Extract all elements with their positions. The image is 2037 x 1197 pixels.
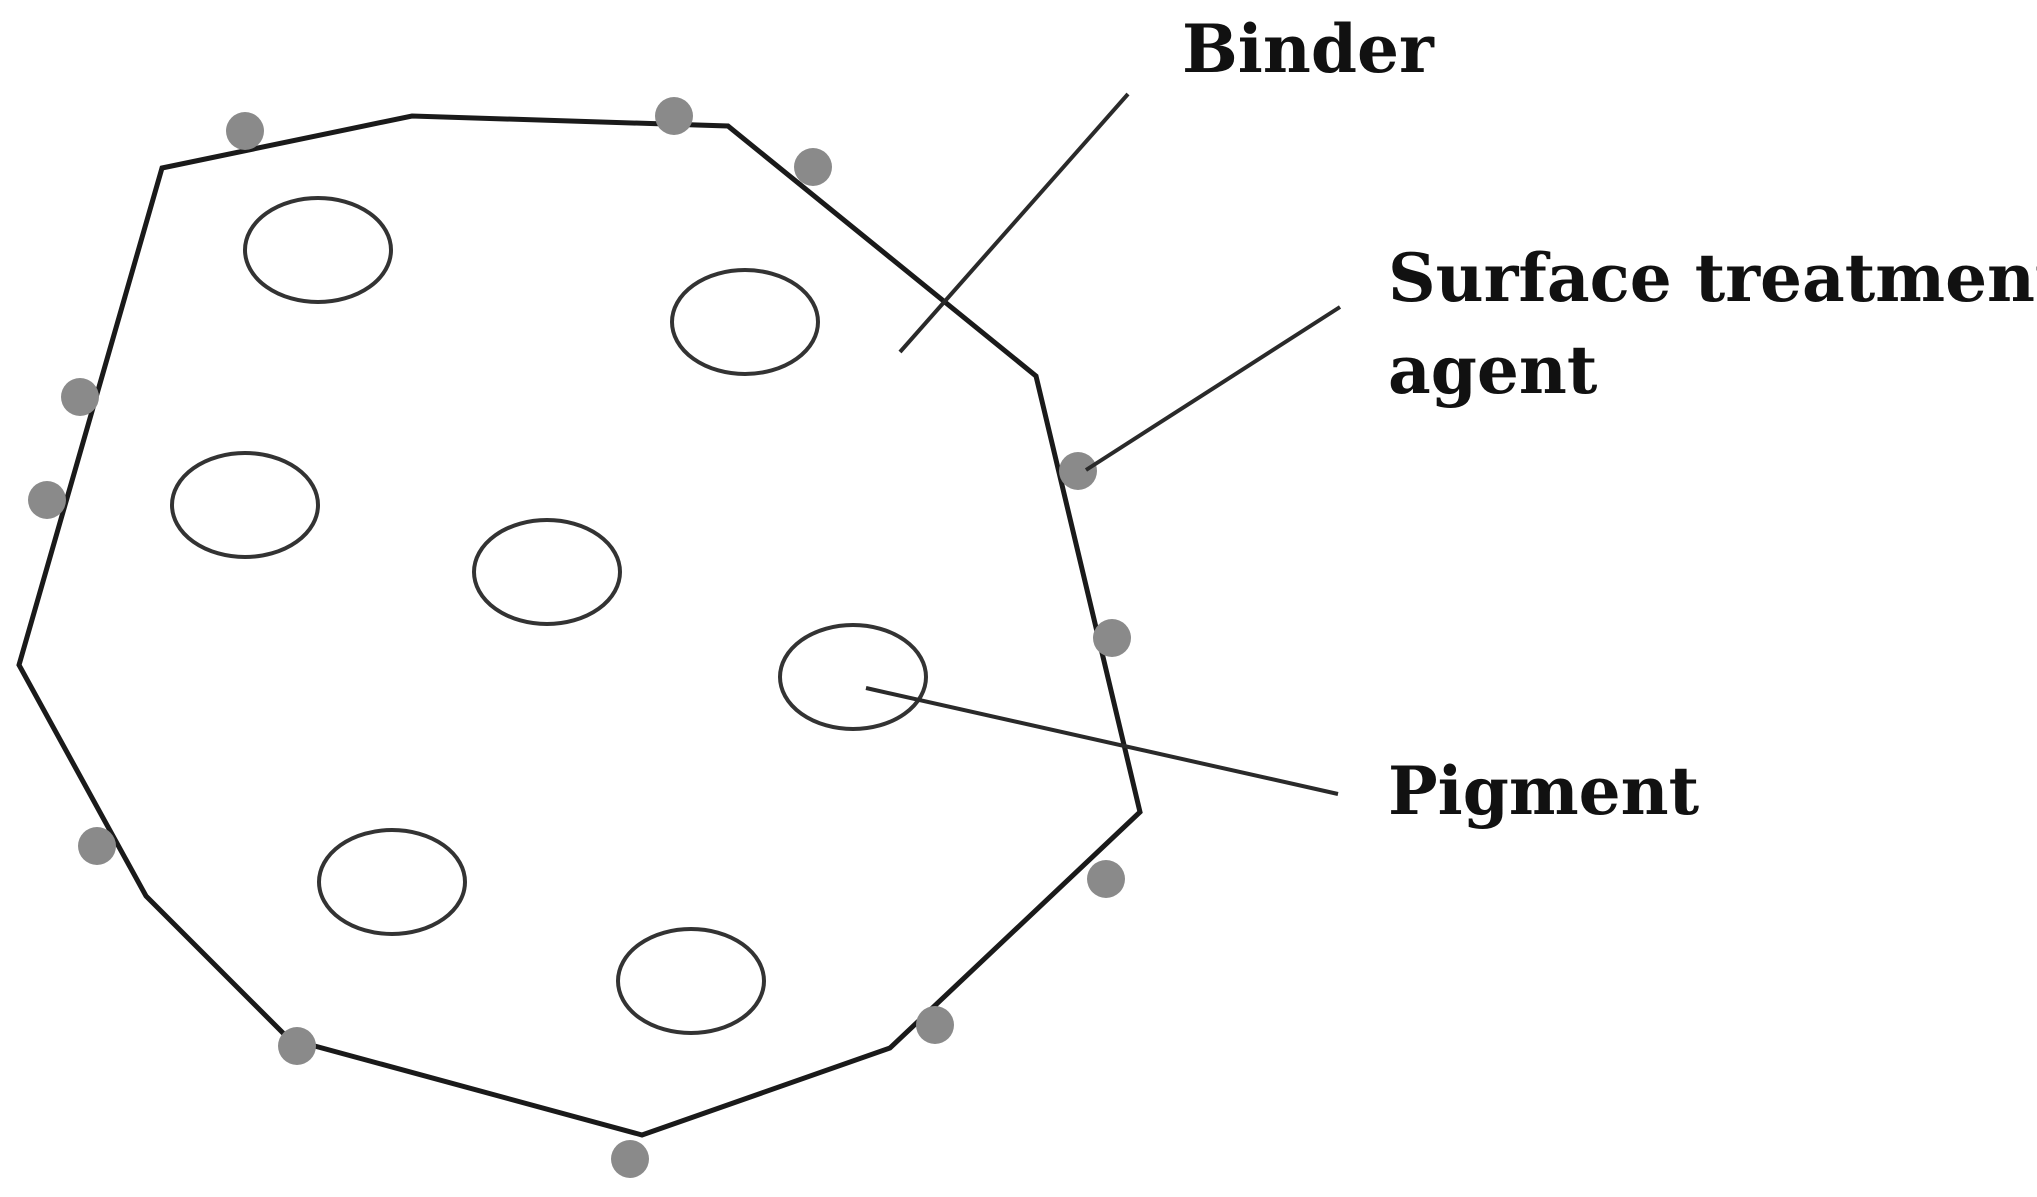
agent-dot [78, 827, 116, 865]
pigment-particles [170, 196, 928, 1035]
surface-treatment-agent-dots [28, 97, 1131, 1178]
pigment-leader-line [865, 686, 1339, 796]
agent-dot [916, 1006, 954, 1044]
surface-treatment-label-line1: Surface treatment [1388, 239, 2037, 317]
surface-agent-leader-line [1084, 305, 1342, 472]
pigment-particle [170, 451, 320, 559]
agent-dot [611, 1140, 649, 1178]
pigment-particle [243, 196, 393, 304]
leader-lines [865, 92, 1342, 796]
binder-leader-line [898, 92, 1130, 354]
binder-particle-outline [16, 113, 1143, 1138]
pigment-particle [616, 927, 766, 1035]
pigment-label: Pigment [1388, 752, 1700, 830]
pigment-particle [472, 518, 622, 626]
pigment-particle [317, 828, 467, 936]
pigment-particle [670, 268, 820, 376]
agent-dot [1059, 452, 1097, 490]
agent-dot [278, 1027, 316, 1065]
agent-dot [655, 97, 693, 135]
surface-treatment-label-line2: agent [1388, 331, 1598, 409]
binder-label: Binder [1182, 10, 1435, 88]
agent-dot [1093, 619, 1131, 657]
pigment-particle [778, 623, 928, 731]
agent-dot [794, 148, 832, 186]
agent-dot [61, 378, 99, 416]
agent-dot [226, 112, 264, 150]
agent-dot [1087, 860, 1125, 898]
agent-dot [28, 481, 66, 519]
